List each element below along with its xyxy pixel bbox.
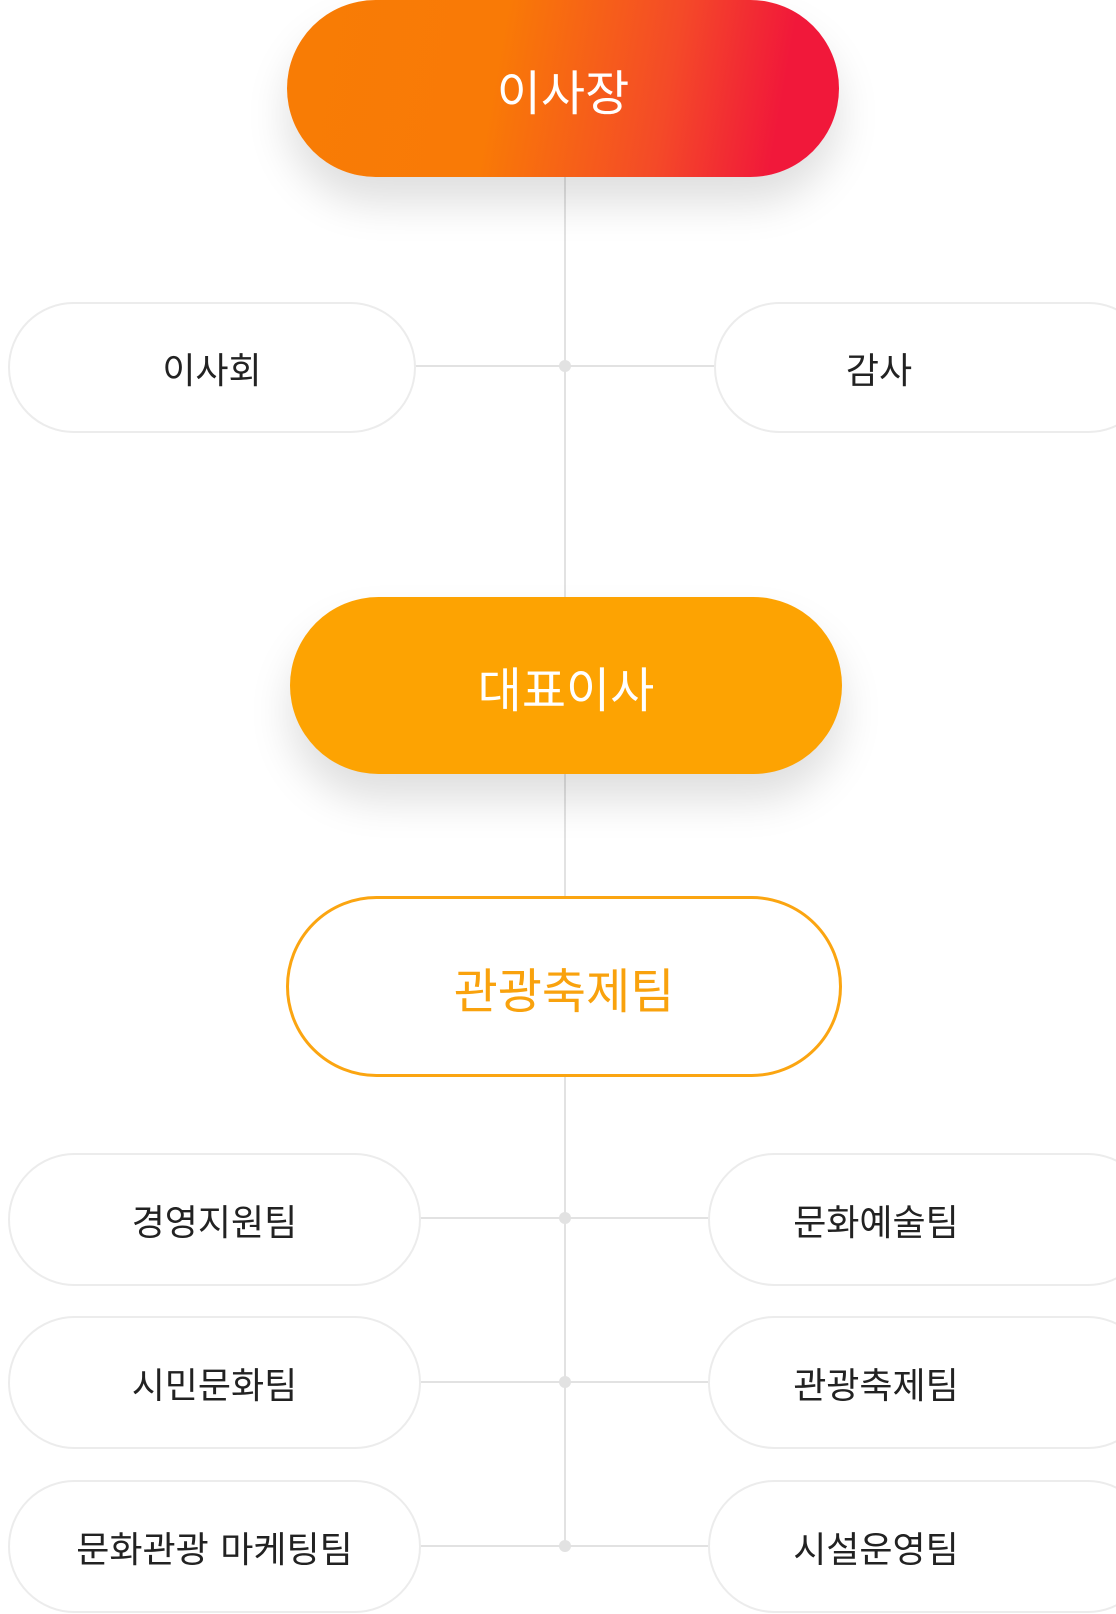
node-team-right-1: 문화예술팀 [708,1153,1116,1286]
node-board-label: 이사회 [162,350,262,392]
node-main-team: 관광축제팀 [286,896,842,1077]
node-audit: 감사 [714,302,1116,433]
node-ceo-label: 대표이사 [477,662,655,719]
node-main-team-label: 관광축제팀 [453,963,675,1020]
node-audit-label: 감사 [845,350,913,392]
connector-vertical-middle [564,770,566,900]
node-team-right-2-label: 관광축제팀 [793,1365,959,1407]
connector-vertical-top [564,175,566,600]
node-team-left-3-label: 문화관광 마케팅팀 [76,1529,353,1571]
node-team-right-3-label: 시설운영팀 [793,1529,959,1571]
junction-dot-board-audit [559,360,571,372]
connector-vertical-bottom [564,1074,566,1548]
node-chairman: 이사장 [287,0,839,177]
junction-dot-row3 [559,1540,571,1552]
node-team-right-2: 관광축제팀 [708,1316,1116,1449]
node-ceo: 대표이사 [290,597,842,774]
node-team-left-2: 시민문화팀 [8,1316,421,1449]
node-team-left-1-label: 경영지원팀 [131,1202,298,1244]
node-team-left-1: 경영지원팀 [8,1153,421,1286]
node-board: 이사회 [8,302,416,433]
node-chairman-label: 이사장 [496,65,630,122]
node-team-left-2-label: 시민문화팀 [131,1365,298,1407]
node-team-right-1-label: 문화예술팀 [793,1202,959,1244]
node-team-right-3: 시설운영팀 [708,1480,1116,1613]
junction-dot-row1 [559,1212,571,1224]
junction-dot-row2 [559,1376,571,1388]
node-team-left-3: 문화관광 마케팅팀 [8,1480,421,1613]
